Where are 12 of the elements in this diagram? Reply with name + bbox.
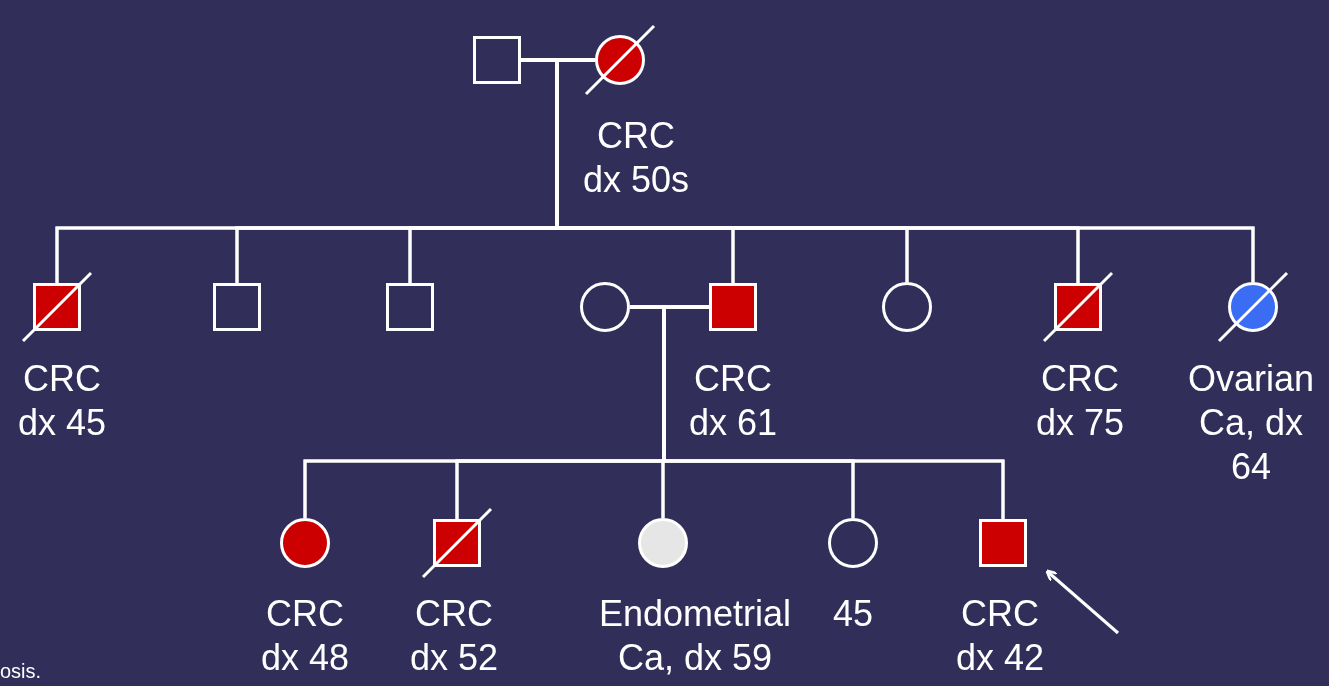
diagnosis-label: 45 xyxy=(831,592,874,636)
arrow xyxy=(1045,569,1119,635)
diagnosis-label: CRC dx 52 xyxy=(408,592,500,680)
diagnosis-label: CRC dx 48 xyxy=(259,592,351,680)
diagnosis-label: CRC dx 42 xyxy=(954,592,1046,680)
footnote-text: osis. xyxy=(0,660,42,683)
diagnosis-label: CRC dx 50s xyxy=(581,114,691,202)
diagnosis-label: Ovarian Ca, dx 64 xyxy=(1186,357,1316,489)
diagnosis-label: CRC dx 61 xyxy=(687,357,779,445)
diagnosis-label: CRC dx 45 xyxy=(16,357,108,445)
diagnosis-label: Endometrial Ca, dx 59 xyxy=(597,592,793,680)
diagnosis-label: CRC dx 75 xyxy=(1034,357,1126,445)
